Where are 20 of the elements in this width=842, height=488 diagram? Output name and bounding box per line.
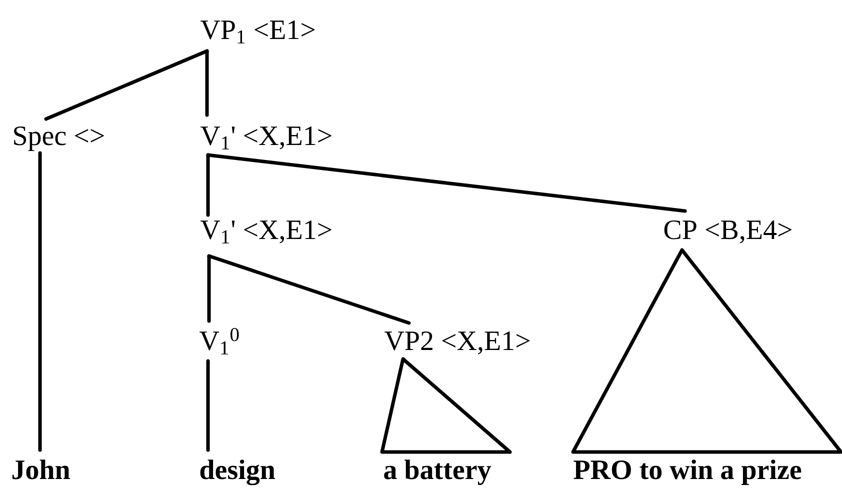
triangle-branch [380,357,512,454]
triangle-branch [571,248,842,454]
tree-branch [38,151,42,452]
tree-branch [206,359,210,452]
word-label: a battery [384,460,491,486]
category-label: Spec <> [14,126,104,151]
word-label: design [200,460,276,486]
category-label: CP <B,E4> [664,220,792,244]
category-label: V$_{1}$0 [200,328,239,354]
tree-branch [44,49,209,121]
category-label: V$_{1}$' <X,E1> [200,220,332,244]
tree-branch [207,254,211,323]
category-label: VP2 <X,E1> [384,331,530,354]
word-label: PRO to win a prize [574,460,802,485]
category-label: V$_{1}$' <X,E1> [200,126,332,150]
word-label: John [12,460,70,480]
tree-branch [207,254,411,325]
tree-branch [206,153,687,213]
tree-branch [205,49,209,117]
category-label: VP$_{1}$ <E1> [200,20,315,44]
